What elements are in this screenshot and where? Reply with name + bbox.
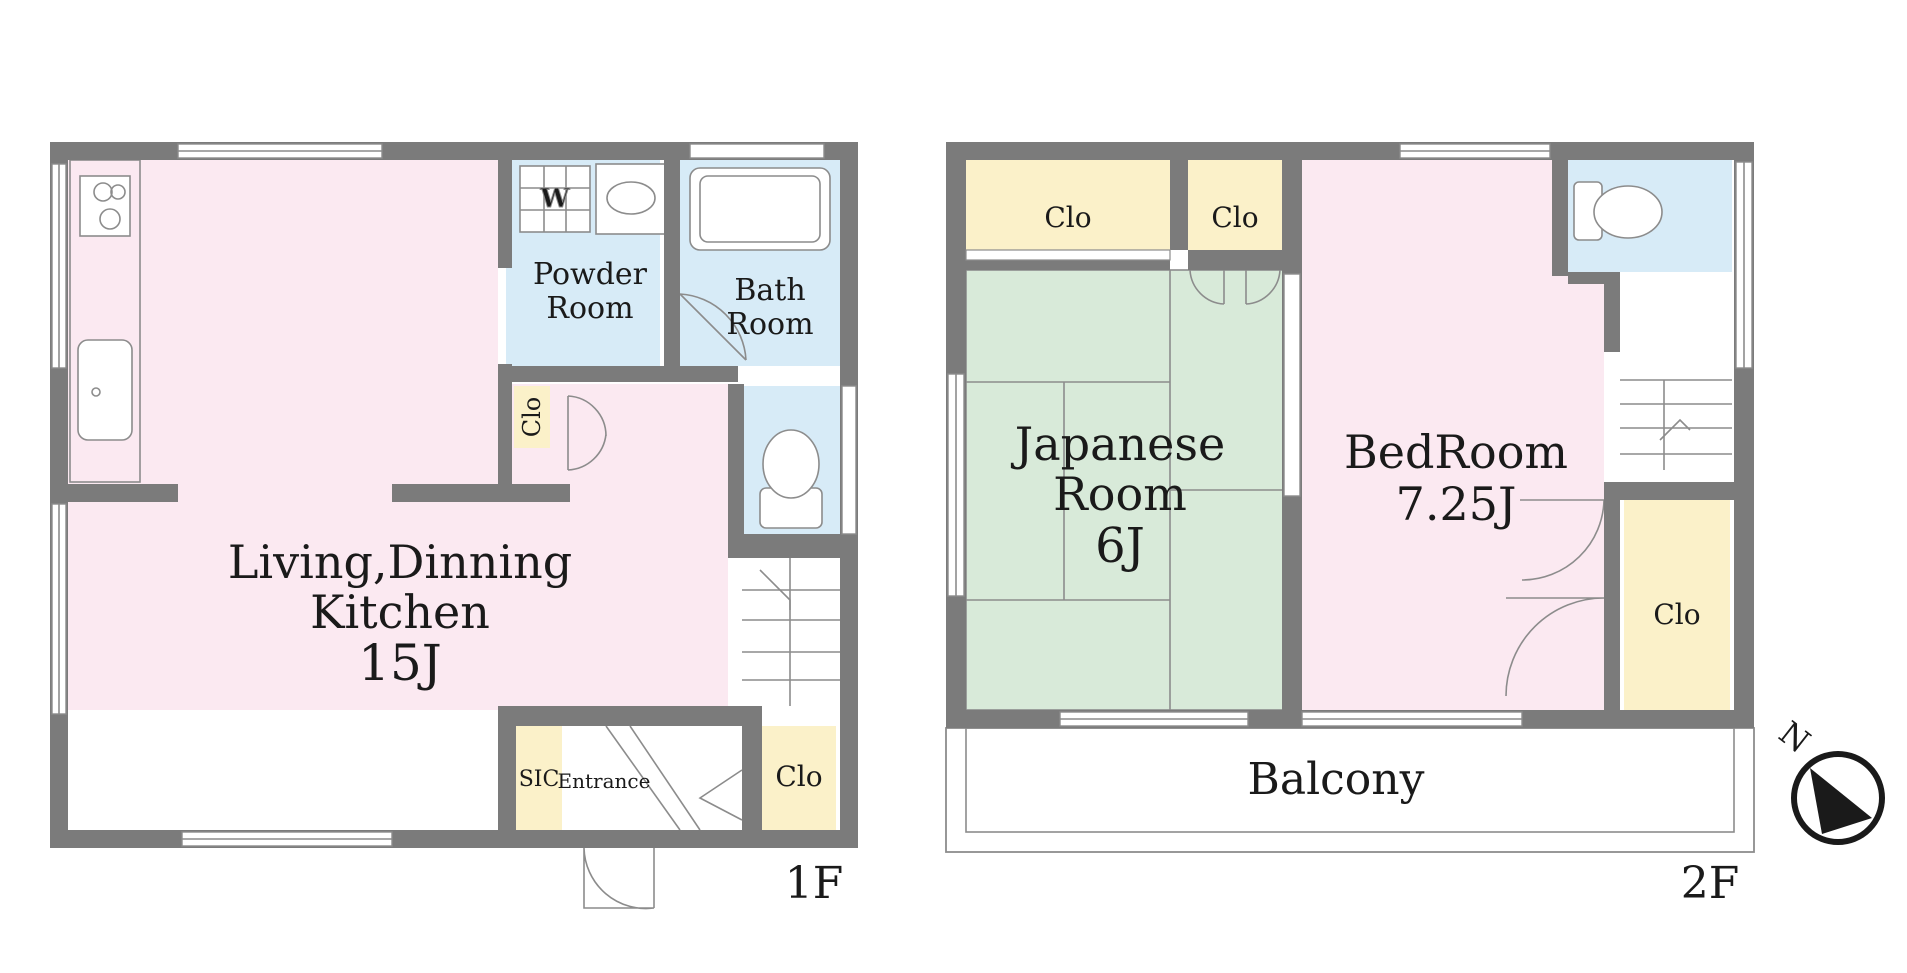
bath-room-label-line1: Bath [734, 273, 805, 308]
bathtub-icon [689, 167, 831, 251]
stairs-1f-fill [742, 558, 840, 706]
stairs-2f [1620, 379, 1732, 470]
closet-a-label: Clo [1044, 201, 1091, 234]
entrance-door-swing [583, 847, 655, 910]
ldk-label-line1: Living,Dinning [228, 535, 572, 589]
closet-b-label: Clo [1211, 201, 1258, 234]
balcony-label: Balcony [1248, 754, 1425, 805]
japanese-room-size: 6J [1095, 518, 1145, 574]
entrance-fill [562, 726, 742, 830]
powder-room-label-line1: Powder [533, 257, 648, 292]
north-arrow-icon [1810, 768, 1872, 834]
bedroom-size: 7.25J [1396, 477, 1517, 531]
windows-2f [947, 143, 1753, 727]
compass: N [1772, 714, 1885, 845]
bath-room-label-line2: Room [726, 307, 813, 342]
burner-icon [99, 208, 121, 230]
closet-bed-label: Clo [1653, 598, 1700, 631]
stairs-2f-fill [1620, 272, 1732, 482]
stairs-1f [742, 558, 840, 706]
closet-entrance-label: Clo [775, 760, 822, 793]
ldk-fill-mid [498, 384, 728, 394]
floor-2: Clo Clo Japanese Room 6J BedRoom 7.25J C… [945, 142, 1755, 909]
floor-2-label: 2F [1681, 858, 1740, 909]
closet-b-fill [1188, 160, 1282, 250]
sic-fill [516, 726, 562, 830]
closet-a-fill [966, 160, 1170, 250]
ldk-size: 15J [358, 634, 442, 692]
floor-1-label: 1F [785, 858, 844, 909]
toilet-bowl-icon [762, 429, 820, 499]
closet-bed-fill [1624, 500, 1730, 710]
entrance-label: Entrance [558, 769, 651, 793]
japanese-room-label-line2: Room [1053, 467, 1187, 521]
washer-icon [519, 165, 591, 233]
closet-1f-fill [514, 386, 550, 448]
closet-entrance-fill [762, 726, 836, 830]
japanese-room-label-line1: Japanese [1011, 417, 1225, 471]
bedroom-label: BedRoom [1344, 425, 1568, 479]
burner-icon [110, 184, 126, 200]
drain-icon [91, 387, 101, 397]
powder-room-label-line2: Room [546, 291, 633, 326]
windows-1f [51, 143, 857, 847]
toilet-2f-bowl-icon [1593, 185, 1663, 239]
burner-icon [93, 182, 113, 202]
ldk-label-line2: Kitchen [310, 585, 490, 639]
ldk-fill-lower [68, 384, 728, 710]
kitchen-sink-icon [77, 339, 133, 441]
closet-1f-label: Clo [518, 397, 546, 438]
floor-1: W [50, 142, 858, 910]
washer-label: W [539, 184, 570, 214]
north-label: N [1772, 714, 1817, 761]
sic-label: SIC [519, 767, 560, 792]
